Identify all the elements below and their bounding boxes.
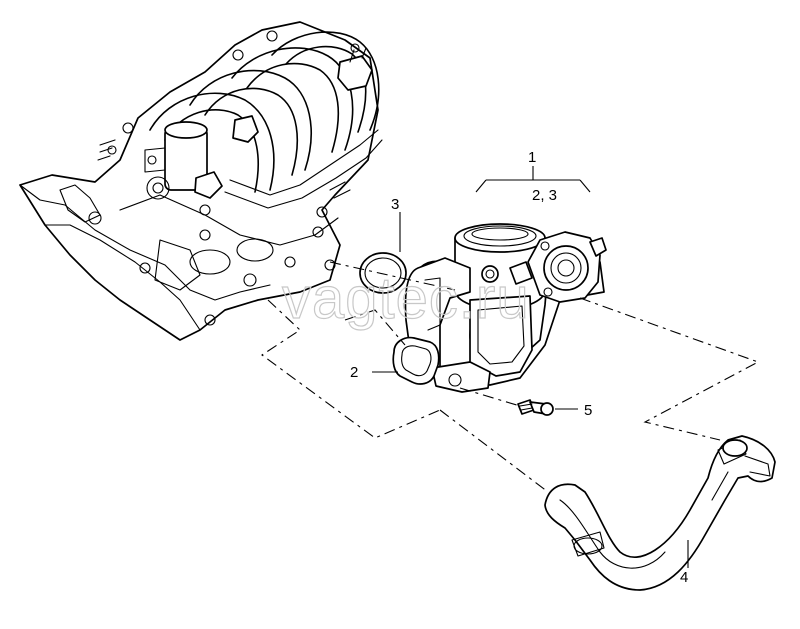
callout-label-3: 3 bbox=[391, 196, 399, 213]
mounting-bolt bbox=[517, 399, 554, 416]
breather-hose bbox=[544, 435, 776, 591]
callout-label-1-sub: 2, 3 bbox=[532, 187, 557, 204]
callout-label-4: 4 bbox=[680, 569, 688, 586]
watermark-text: vagtec.ru bbox=[282, 266, 530, 331]
callout-label-5: 5 bbox=[584, 402, 592, 419]
callout-label-1: 1 bbox=[528, 149, 536, 166]
o-ring-seal bbox=[359, 252, 407, 294]
gasket bbox=[392, 336, 440, 385]
assembly-lines bbox=[261, 261, 760, 493]
callout-label-2: 2 bbox=[350, 364, 358, 381]
leader-lines bbox=[372, 212, 689, 568]
oil-separator-housing bbox=[404, 223, 607, 393]
engine-intake-manifold bbox=[19, 21, 383, 341]
callout-1-bracket bbox=[475, 166, 591, 193]
